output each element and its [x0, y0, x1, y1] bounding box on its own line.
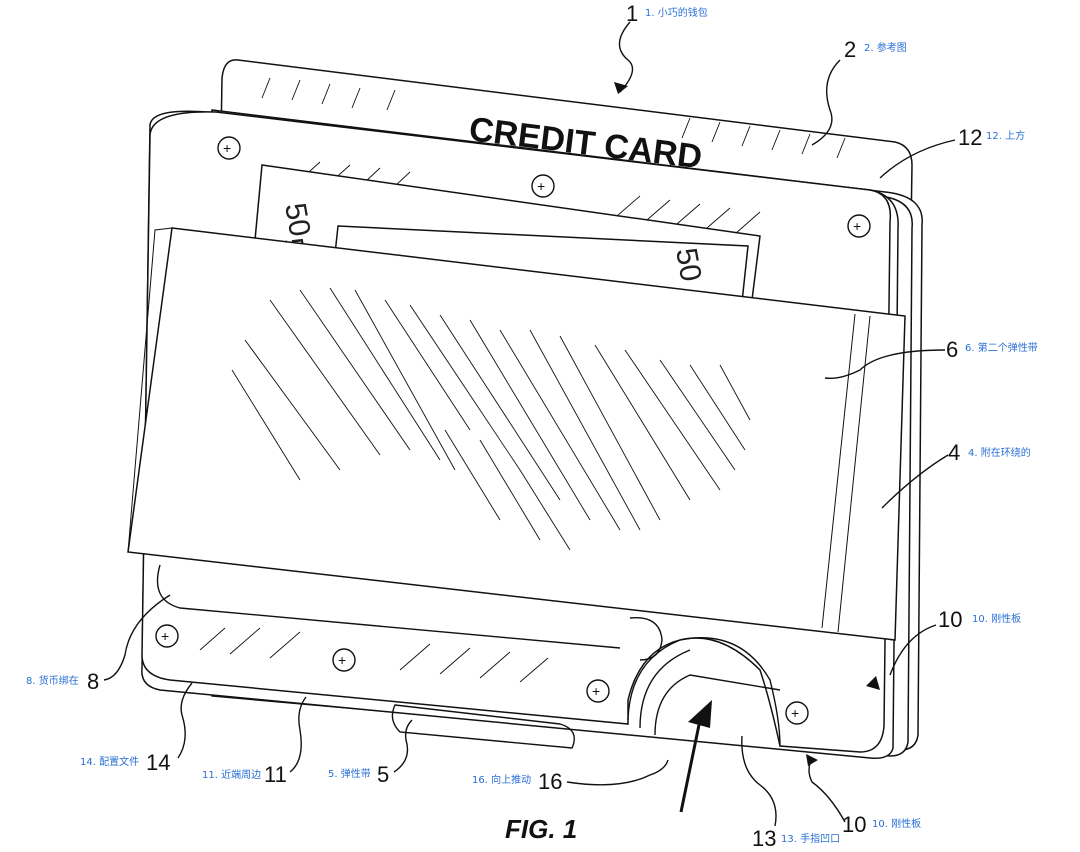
callout-4: 4 4. 附在环绕的: [948, 440, 1031, 465]
banknote-value-right: 50: [669, 245, 707, 284]
svg-text:8. 货币绑在: 8. 货币绑在: [26, 674, 79, 687]
svg-text:1: 1: [626, 1, 638, 26]
callout-6: 6 6. 第二个弹性带: [946, 337, 1038, 362]
rolled-currency: [156, 564, 663, 749]
figure-label: FIG. 1: [505, 814, 577, 844]
svg-text:11: 11: [264, 762, 287, 787]
banknote-value-left: 50: [278, 200, 316, 239]
callout-13: 13 13. 手指凹口: [752, 826, 840, 851]
svg-text:16: 16: [538, 769, 562, 794]
svg-text:14: 14: [146, 750, 170, 775]
svg-text:16. 向上推动: 16. 向上推动: [472, 773, 531, 786]
callout-8: 8. 货币绑在 8: [26, 669, 99, 694]
callout-16: 16. 向上推动 16: [472, 769, 562, 794]
callout-10-lower: 10 10. 刚性板: [842, 812, 921, 837]
svg-text:+: +: [537, 178, 545, 194]
callout-10-upper: 10 10. 刚性板: [938, 607, 1021, 632]
svg-text:12: 12: [958, 125, 982, 150]
svg-text:6. 第二个弹性带: 6. 第二个弹性带: [965, 341, 1038, 354]
screw-icons: + + + + + + +: [155, 136, 871, 725]
svg-text:13: 13: [752, 826, 776, 851]
svg-text:10: 10: [938, 607, 962, 632]
callout-1: 1 1. 小巧的钱包: [626, 1, 708, 26]
svg-text:8: 8: [87, 669, 99, 694]
svg-text:+: +: [791, 705, 799, 721]
svg-text:10: 10: [842, 812, 866, 837]
svg-text:+: +: [853, 218, 861, 234]
svg-text:6: 6: [946, 337, 958, 362]
svg-text:13. 手指凹口: 13. 手指凹口: [781, 832, 840, 845]
svg-text:14. 配置文件: 14. 配置文件: [80, 755, 139, 768]
svg-text:+: +: [338, 652, 346, 668]
svg-text:5: 5: [377, 762, 389, 787]
callout-5: 5. 弹性带 5: [328, 762, 389, 787]
push-up-arrow: [679, 700, 712, 813]
svg-text:4: 4: [948, 440, 960, 465]
finger-notch: [627, 637, 781, 747]
svg-text:+: +: [161, 628, 169, 644]
svg-text:10. 刚性板: 10. 刚性板: [872, 817, 921, 830]
svg-text:1. 小巧的钱包: 1. 小巧的钱包: [645, 6, 708, 19]
svg-text:2: 2: [844, 37, 856, 62]
svg-text:11. 近端周边: 11. 近端周边: [202, 768, 261, 781]
svg-text:+: +: [592, 683, 600, 699]
svg-text:5. 弹性带: 5. 弹性带: [328, 767, 371, 780]
svg-text:2. 参考图: 2. 参考图: [864, 41, 907, 54]
callout-11: 11. 近端周边 11: [202, 762, 287, 787]
callout-2: 2 2. 参考图: [844, 37, 907, 62]
svg-text:4. 附在环绕的: 4. 附在环绕的: [968, 446, 1031, 459]
callout-12: 12 12. 上方: [958, 125, 1025, 150]
svg-text:+: +: [223, 140, 231, 156]
svg-text:10. 刚性板: 10. 刚性板: [972, 612, 1021, 625]
leader-lines: [103, 21, 956, 827]
callout-14: 14. 配置文件 14: [80, 750, 170, 775]
svg-text:12. 上方: 12. 上方: [986, 129, 1025, 142]
second-elastic-band: [127, 227, 906, 641]
